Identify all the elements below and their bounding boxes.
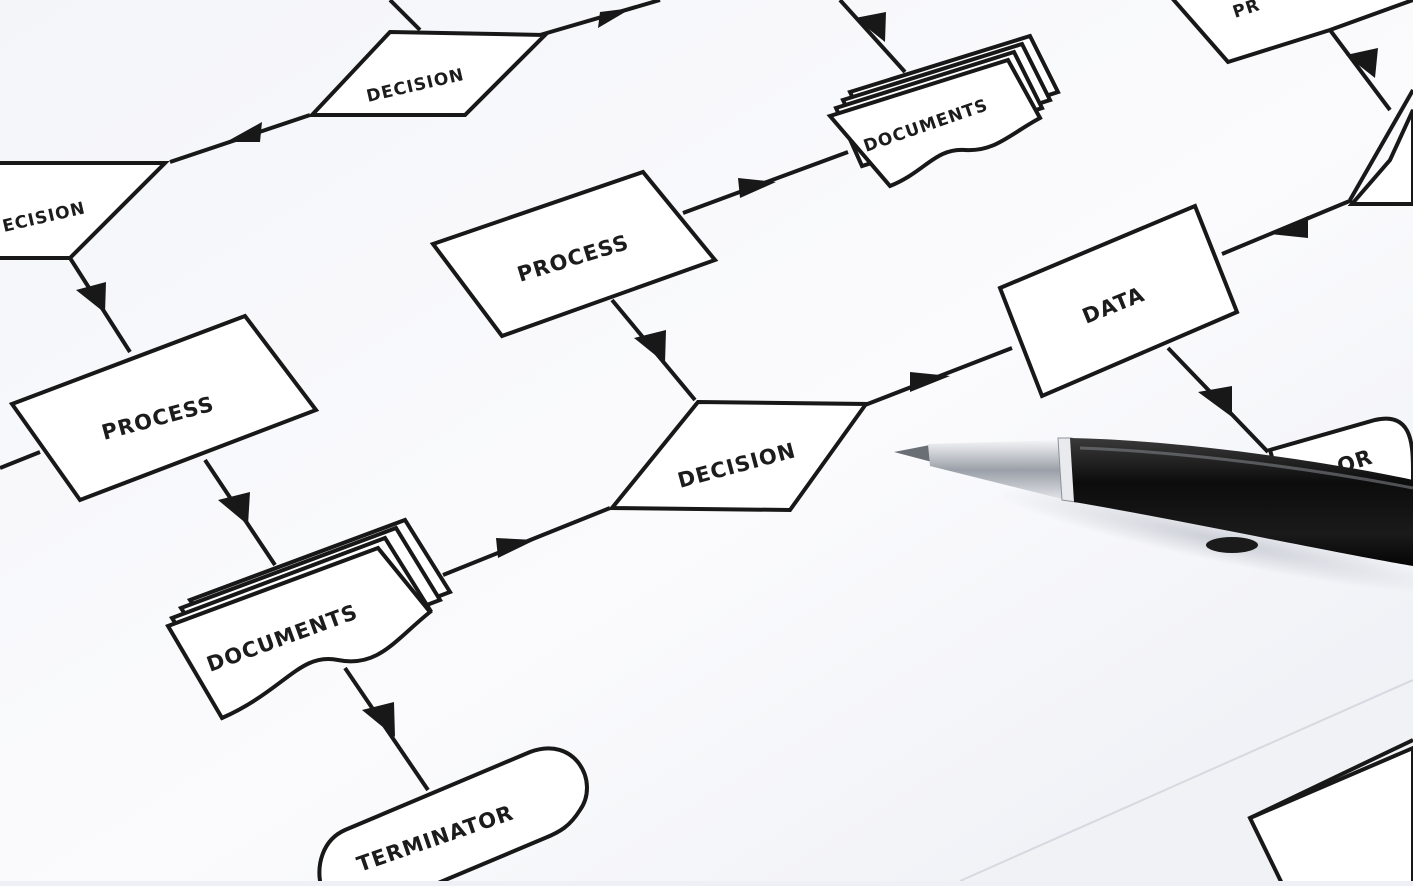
box-bottom-right: [1247, 745, 1413, 886]
arrowhead: [1198, 386, 1232, 417]
process-top-right: PR: [1171, 0, 1413, 65]
arrowhead: [855, 12, 886, 42]
pen-tip: [894, 445, 932, 462]
arrowhead: [226, 122, 262, 142]
arrowhead: [76, 282, 106, 313]
arrowheads: [76, 8, 1378, 737]
connector-line: [0, 450, 41, 470]
pen-clip: [1206, 537, 1258, 553]
connector-line: [838, 0, 907, 74]
arrowhead: [598, 8, 632, 28]
decision-center: DECISION: [607, 399, 870, 513]
terminator: TERMINATOR: [317, 746, 589, 886]
arrowhead: [1346, 48, 1378, 78]
arrowhead: [910, 372, 950, 392]
arrowhead: [634, 330, 666, 363]
pen-body: [1070, 438, 1413, 566]
arrowhead: [496, 538, 535, 558]
pen-cone: [928, 440, 1066, 500]
documents-top: DOCUMENTS: [826, 33, 1061, 189]
pen-highlight: [1079, 446, 1413, 490]
connector-line: [388, 0, 422, 32]
arrowhead: [1270, 216, 1308, 238]
decision-top: DECISION: [307, 29, 550, 117]
documents-left: DOCUMENTS: [165, 517, 453, 721]
sheet-edge: [959, 679, 1413, 882]
data-box: DATA: [997, 203, 1240, 399]
pen: [894, 437, 1413, 593]
process-left: PROCESS: [8, 313, 320, 503]
arrowhead: [362, 702, 395, 737]
process-center: PROCESS: [429, 169, 719, 339]
arrowhead: [738, 178, 776, 198]
connector-line: [1328, 28, 1392, 112]
decision-left: ECISION: [0, 161, 170, 260]
connector-line: [1348, 89, 1413, 201]
decision-right-partial: [1347, 109, 1413, 206]
arrowhead: [218, 492, 250, 525]
